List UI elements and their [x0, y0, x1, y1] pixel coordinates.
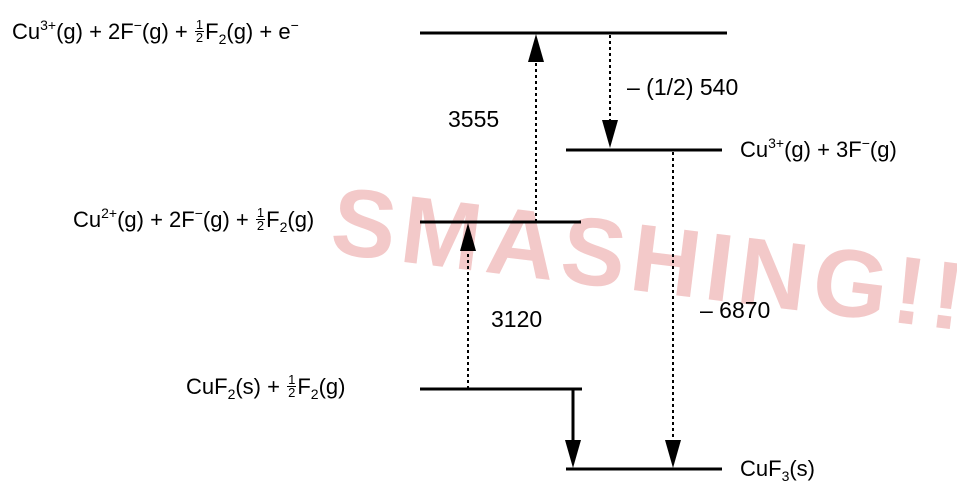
level-label-cu3-3f: Cu3+(g) + 3F−(g) [740, 137, 897, 165]
value-half-540: – (1/2) 540 [627, 74, 738, 100]
level-label-cuf3: CuF3(s) [740, 456, 815, 484]
value-3120: 3120 [491, 306, 542, 332]
value-6870: – 6870 [700, 297, 770, 323]
arrow-formation [565, 389, 581, 468]
arrow-6870 [665, 152, 681, 468]
arrow-3555 [528, 34, 544, 222]
value-3555: 3555 [448, 106, 499, 132]
arrow-3120 [460, 223, 476, 389]
arrow-half-540 [602, 35, 618, 148]
